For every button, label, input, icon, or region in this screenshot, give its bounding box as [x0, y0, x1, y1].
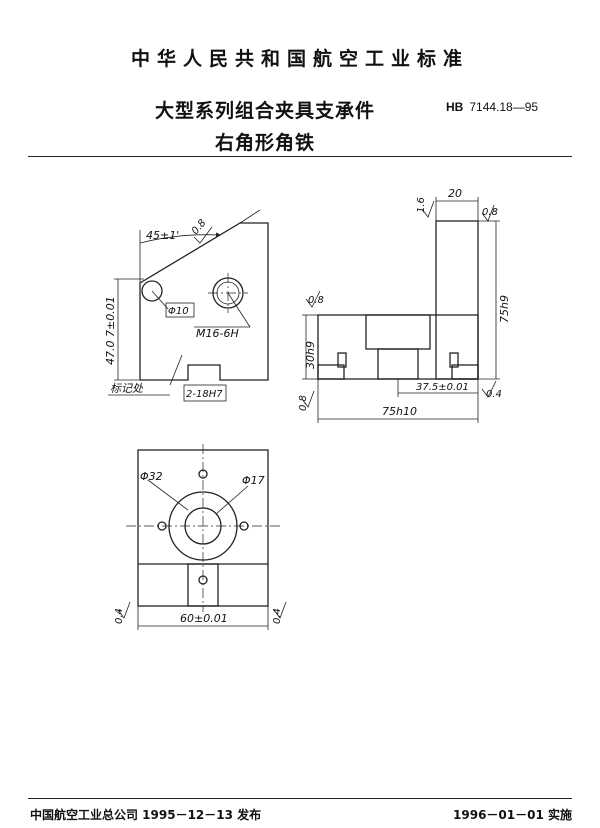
bolt-right	[449, 352, 459, 368]
roughness-bottom-right: 0.4	[486, 389, 502, 400]
counterbore-leader	[147, 479, 189, 511]
base-bottom-step-2	[451, 364, 479, 380]
angle-extension-line-2	[239, 209, 261, 224]
width-dim-label: 60±0.01	[180, 612, 228, 625]
angle-arc	[139, 232, 221, 244]
width-dim-label: 75h10	[382, 405, 417, 418]
footer-rule	[28, 798, 572, 799]
roughness-bottom-symbol	[301, 390, 315, 408]
height-right-label: 75h9	[498, 295, 511, 323]
header-rule	[28, 156, 572, 157]
roughness-bottom: 0.8	[298, 395, 309, 411]
upright-body	[435, 220, 479, 380]
mark-leader	[169, 354, 183, 386]
roughness-left-symbol	[305, 290, 321, 308]
small-hole-bottom	[198, 575, 208, 585]
hole-dia-label: Φ10	[168, 306, 189, 317]
document-subtitle: 右角形角铁	[214, 132, 315, 154]
standard-code: HB 7144.18—95	[446, 100, 538, 114]
pin-hole	[141, 280, 163, 302]
chamfer-roughness: 0.8	[190, 218, 209, 237]
base-section	[317, 314, 479, 380]
slot-frame	[183, 384, 227, 402]
effective-date: 1996－01－01 实施	[453, 808, 572, 822]
roughness-left-symbol	[117, 601, 131, 619]
standard-organization-header: 中华人民共和国航空工业标准	[130, 48, 469, 70]
hole-dia-label: Φ17	[242, 474, 265, 487]
bolt-left	[337, 352, 347, 368]
small-hole-top	[198, 469, 208, 479]
bottom-view-drawing: Φ32 Φ17 60±0.01 0.4 0.4	[114, 444, 287, 630]
angle-label: 45±1'	[146, 229, 179, 242]
base-counterbore	[377, 348, 419, 380]
roughness-top-left-symbol	[421, 200, 435, 218]
side-view-drawing: 45±1' 0.8 Φ10 M16-6H 47.0 7±0.01 标记处 2-1…	[104, 209, 269, 402]
slot-label: 2-18H7	[186, 389, 223, 400]
standard-prefix: HB	[446, 100, 464, 114]
publisher-date: 中国航空工业总公司 1995－12－13 发布	[30, 808, 262, 822]
standard-number: 7144.18—95	[469, 100, 539, 114]
base-slot	[365, 314, 431, 350]
roughness-right-symbol	[273, 601, 287, 619]
front-view-drawing: 20 1.6 0.8 75h9 30h9 0.8 0.8 37.5±0.01 0…	[298, 187, 511, 423]
thread-leader	[227, 292, 251, 328]
roughness-right: 0.4	[272, 608, 283, 624]
document-title: 大型系列组合夹具支承件	[154, 100, 375, 122]
counterbore-label: Φ32	[140, 470, 163, 483]
side-view-outline	[139, 222, 269, 381]
small-hole-right	[239, 521, 249, 531]
base-bottom-step	[317, 364, 345, 380]
mark-label: 标记处	[110, 382, 144, 395]
thread-label: M16-6H	[196, 327, 239, 340]
roughness-left: 0.8	[308, 295, 324, 306]
roughness-symbol	[193, 226, 213, 244]
roughness-bottom-right-symbol	[481, 380, 497, 398]
small-hole-left	[157, 521, 167, 531]
roughness-top-left: 1.6	[416, 197, 427, 213]
height-left-label: 30h9	[304, 341, 317, 369]
height-dim-label: 47.0 7±0.01	[104, 296, 117, 365]
roughness-left: 0.4	[114, 608, 125, 624]
roughness-top-right: 0.8	[482, 207, 498, 218]
width-top-label: 20	[448, 187, 462, 200]
hole-dia-frame	[165, 302, 195, 318]
hole-dia-leader	[215, 485, 249, 515]
offset-label: 37.5±0.01	[416, 382, 469, 393]
hole-leader	[151, 290, 169, 310]
